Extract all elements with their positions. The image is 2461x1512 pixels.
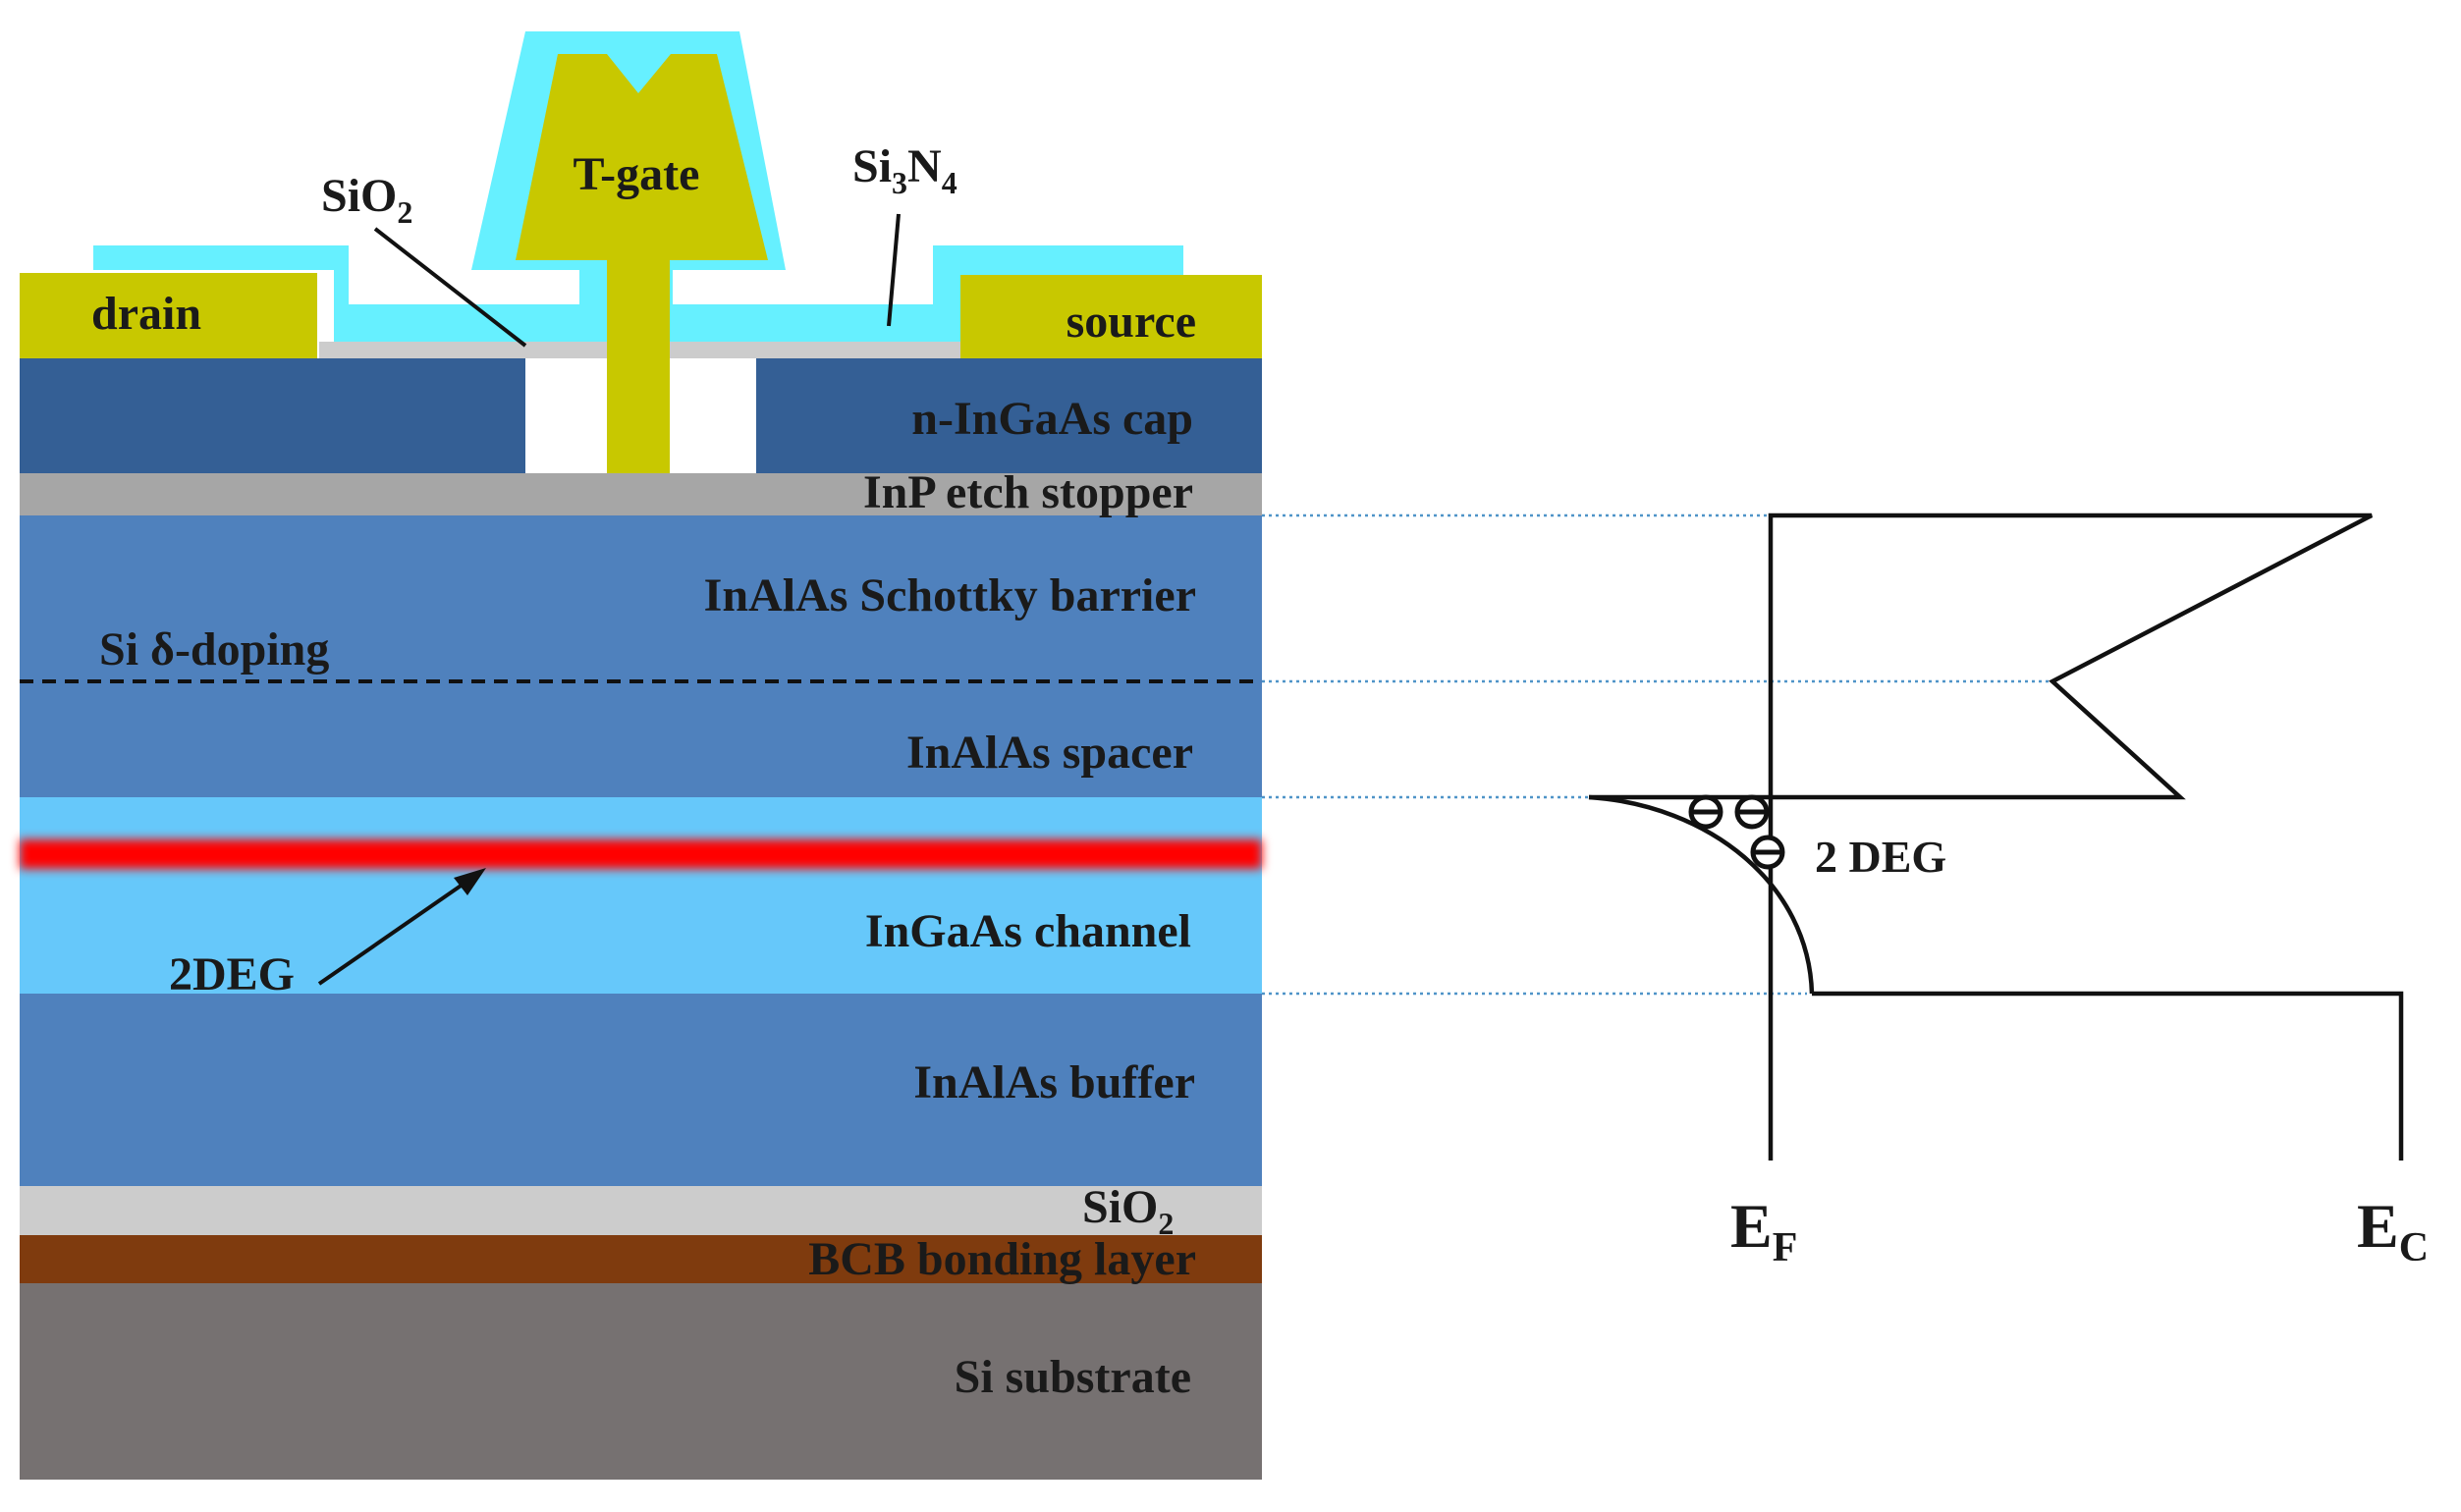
guide-lines: [1262, 513, 2052, 996]
electrons: [1688, 794, 1785, 870]
inalas-schottky-barrier-layer: [20, 515, 1262, 681]
twodeg-arrow-head: [454, 868, 486, 895]
doping-label: Si δ-doping: [99, 623, 329, 675]
bcb-label: BCB bonding layer: [808, 1233, 1196, 1285]
etch-stopper-label: InP etch stopper: [863, 466, 1193, 518]
sio2-callout-line: [373, 227, 527, 348]
layer-labels: drain source T-gate n-InGaAs cap InP etc…: [91, 140, 1196, 1403]
fermi-level-label: EF: [1730, 1191, 1797, 1270]
si3n4-callout-label: Si3N4: [852, 140, 957, 200]
schottky-barrier-label: InAlAs Schottky barrier: [704, 569, 1196, 621]
layer-stack: [20, 358, 1262, 1480]
si3n4-callout-line: [887, 213, 901, 327]
conduction-band-label: EC: [2357, 1191, 2429, 1270]
t-gate: [516, 54, 768, 473]
conduction-band-edge: [1589, 513, 2374, 1161]
ingaas-cap-right: [756, 358, 1262, 473]
drain-label: drain: [91, 288, 201, 340]
inalas-spacer-layer: [20, 681, 1262, 797]
callouts: [317, 213, 901, 986]
inalas-buffer-layer: [20, 994, 1262, 1186]
t-gate-label: T-gate: [574, 148, 700, 200]
electron-icon: [1688, 794, 1723, 830]
inp-etch-stopper-layer: [20, 473, 1262, 515]
sio2-callout-label: SiO2: [321, 170, 412, 230]
band-twodeg-label: 2 DEG: [1815, 832, 1946, 882]
si-substrate-layer: [20, 1283, 1262, 1480]
spacer-label: InAlAs spacer: [906, 727, 1193, 779]
twodeg-band: [20, 839, 1262, 869]
quantum-well-curve: [1588, 794, 1815, 995]
buffer-label: InAlAs buffer: [913, 1056, 1195, 1108]
gate-region: [20, 31, 1262, 473]
electron-icon: [1750, 835, 1785, 870]
ingaas-cap-left: [20, 358, 525, 473]
conduction-band-buffer: [1812, 991, 2404, 1161]
bcb-bonding-layer: [20, 1235, 1262, 1283]
ingaas-channel-layer: [20, 797, 1262, 994]
cap-label: n-InGaAs cap: [911, 393, 1193, 445]
sio2-layer-label: SiO2: [1082, 1181, 1174, 1241]
sio2-thin-right: [668, 342, 962, 358]
sio2-layer: [20, 1186, 1262, 1235]
source-label: source: [1066, 296, 1196, 348]
electron-icon: [1734, 794, 1770, 830]
sio2-thin-left: [319, 342, 609, 358]
drain-contact: [20, 273, 317, 358]
substrate-label: Si substrate: [955, 1351, 1191, 1403]
channel-label: InGaAs channel: [865, 905, 1191, 957]
source-contact: [960, 275, 1262, 358]
twodeg-label: 2DEG: [169, 948, 295, 1000]
band-diagram: 2 DEG EF EC: [1588, 513, 2429, 1270]
twodeg-arrow-line: [317, 878, 471, 986]
